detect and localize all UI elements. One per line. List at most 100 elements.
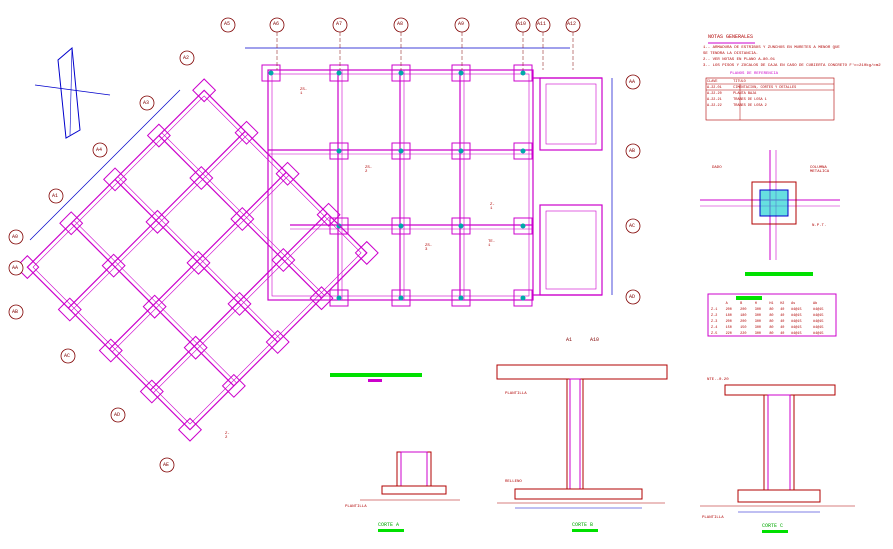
ref-row-title: CIMENTACION, CORTES Y DETALLES — [733, 86, 797, 90]
grid-label-top: A5 — [224, 21, 231, 27]
col-cell: 150 — [725, 326, 732, 330]
grid-label-right: AC — [629, 223, 636, 229]
col-cell: 300 — [754, 326, 762, 330]
col-cell: Z-5 — [711, 332, 718, 336]
col-cell: 300 — [754, 314, 762, 318]
grid-label-right: AD — [629, 294, 636, 300]
label-plantilla: PLANTILLA — [345, 505, 367, 509]
grid-label-diag: AE — [163, 462, 170, 468]
beam-label: ZS-1 — [300, 88, 308, 96]
label-plantilla: PLANTILLA — [702, 516, 724, 520]
col-header: Ab — [813, 302, 818, 306]
column-detail — [700, 150, 840, 260]
col-cell: 200 — [725, 308, 732, 312]
col-cell: Z-4 — [711, 326, 718, 330]
grid-label-right: AB — [629, 148, 636, 154]
col-cell: 40 — [780, 326, 785, 330]
col-header: H — [754, 302, 757, 306]
col-cell: 40 — [780, 314, 785, 318]
col-cell: 80 — [769, 332, 774, 336]
col-cell: 220 — [725, 332, 732, 336]
col-cell: 220 — [740, 332, 747, 336]
ref-row-title: PLANTA BAJA — [733, 92, 757, 96]
beam-label: ZS-2 — [365, 166, 373, 174]
col-cell: 80 — [769, 314, 774, 318]
grid-label-diag: AA — [12, 265, 19, 271]
ref-header-title: TITULO — [733, 80, 746, 84]
grid-label-diag: AC — [64, 353, 71, 359]
col-cell: #4@15 — [813, 332, 824, 336]
col-header: H2 — [780, 302, 785, 306]
label-dado: DADO — [712, 166, 722, 170]
section-a-title: CORTE A — [378, 522, 400, 528]
ref-row-key: A-22-22 — [707, 104, 722, 108]
beam-label: ZS-3 — [425, 244, 433, 252]
ref-row-title: TRABES DE LOSA 2 — [733, 104, 767, 108]
col-cell: 40 — [780, 308, 785, 312]
col-cell: Z-3 — [711, 320, 718, 324]
col-cell: Z-2 — [711, 314, 718, 318]
col-cell: 180 — [725, 314, 732, 318]
general-notes: 1.- ARMADURA DE ESTRIBOS Y ZUNCHOS EN MU… — [703, 45, 883, 69]
grid-label-diag: A3 — [143, 100, 150, 106]
note-3: 3.- LOS PISOS Y ZOCALOS DE CAJA EN CASO … — [703, 64, 881, 68]
section-c-drawing — [700, 384, 855, 513]
grid-label-top: A9 — [458, 21, 465, 27]
columns-table: A B H H1 H2 As Ab Z-1 200 200 300 80 40 … — [710, 301, 834, 337]
col-cell: 80 — [769, 326, 774, 330]
col-cell: 80 — [769, 320, 774, 324]
detail-underline-green — [745, 272, 813, 276]
col-cell: 200 — [740, 320, 747, 324]
grid-label-right: AA — [629, 79, 636, 85]
section-title-bar-magenta — [368, 379, 382, 382]
col-cell: #4@15 — [813, 314, 824, 318]
label-plantilla: PLANTILLA — [505, 392, 527, 396]
col-header: A — [725, 302, 728, 306]
grid-label-diag: AD — [114, 412, 121, 418]
grid-label-top: A12 — [567, 21, 577, 27]
note-1: 1.- ARMADURA DE ESTRIBOS Y ZUNCHOS EN MU… — [703, 46, 840, 50]
col-cell: 180 — [740, 314, 747, 318]
dimension-lines — [29, 47, 613, 295]
grid-label-top: A7 — [336, 21, 343, 27]
col-cell: #4@15 — [813, 326, 824, 330]
note-2: 2.- VER NOTAS EN PLANO A-80-01 — [703, 58, 776, 62]
diagonal-plan — [15, 78, 379, 442]
corte-a-underline — [378, 529, 404, 532]
corte-b-underline — [572, 529, 598, 532]
label-npt: N.P.T. — [812, 224, 827, 228]
section-a-drawing — [360, 451, 460, 501]
beam-label: Z-1 — [490, 203, 495, 211]
general-notes-title: NOTAS GENERALES — [708, 34, 754, 40]
col-cell: #4@15 — [791, 326, 802, 330]
label-nte: NTE.-0.20 — [707, 378, 729, 382]
ref-header-key: CLAVE — [707, 80, 718, 84]
rect-plan — [267, 69, 603, 301]
rect-footings — [261, 64, 533, 307]
section-c-title: CORTE C — [762, 523, 784, 529]
col-cell: #4@15 — [791, 308, 802, 312]
col-cell: 300 — [754, 308, 762, 312]
col-cell: 40 — [780, 320, 785, 324]
col-cell: 300 — [754, 332, 762, 336]
col-header: H1 — [769, 302, 774, 306]
col-cell: 200 — [725, 320, 732, 324]
grid-bubbles-top — [220, 17, 581, 33]
grid-label-diag: A1 — [52, 193, 59, 199]
section-b-axis-label: A1 — [566, 337, 573, 343]
section-title-bar-green — [330, 373, 422, 377]
col-cell: #4@15 — [791, 320, 802, 324]
grid-label-diag: A2 — [183, 55, 190, 61]
ref-row-key: A-22-20 — [707, 92, 722, 96]
grid-label-diag: A0 — [12, 234, 19, 240]
beam-label: Z-2 — [225, 432, 230, 440]
corte-c-underline — [762, 530, 788, 533]
notes-block — [705, 42, 835, 121]
beam-label: TE-1 — [488, 240, 496, 248]
grid-label-top: A11 — [537, 21, 547, 27]
col-cell: 200 — [740, 308, 747, 312]
grid-label-top: A8 — [397, 21, 404, 27]
col-cell: Z-1 — [711, 308, 718, 312]
col-cell: #4@15 — [791, 314, 802, 318]
